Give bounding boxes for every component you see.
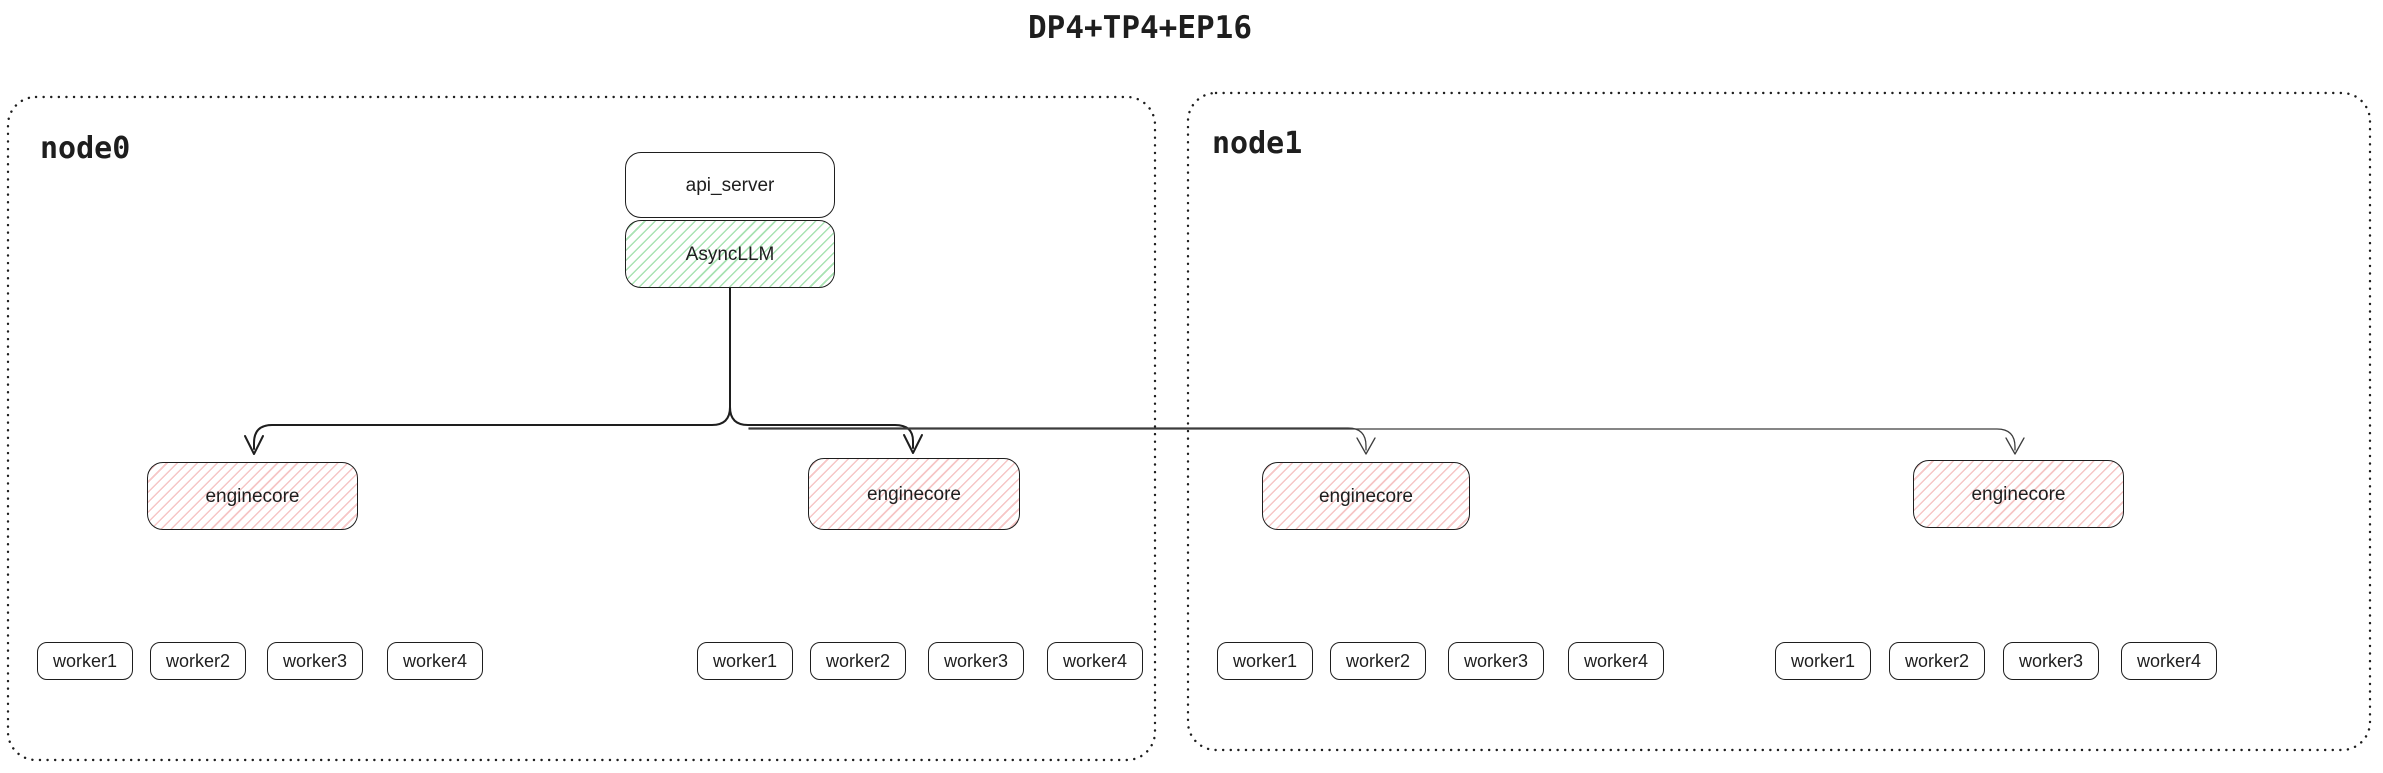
asyncllm-to-node1-arrows	[748, 427, 2025, 455]
asyncllm-box: AsyncLLM	[625, 220, 835, 288]
arrowhead-down-icon	[244, 435, 264, 455]
arrowhead-down-icon	[1356, 437, 1376, 455]
worker-box: worker2	[1330, 642, 1426, 680]
enginecore-box: enginecore	[808, 458, 1020, 530]
arrow-line-enginecore3	[748, 427, 1367, 451]
enginecore-box: enginecore	[147, 462, 358, 530]
arrow-line-enginecore2	[729, 287, 914, 449]
worker-box: worker3	[928, 642, 1024, 680]
enginecore-box: enginecore	[1913, 460, 2124, 528]
enginecore-box: enginecore	[1262, 462, 1470, 530]
node0-label: node0	[40, 131, 131, 166]
worker-box: worker4	[387, 642, 483, 680]
arrow-line-enginecore4	[748, 428, 2016, 451]
node1-boundary	[1186, 91, 2372, 752]
worker-box: worker1	[1217, 642, 1313, 680]
worker-box: worker3	[267, 642, 363, 680]
worker-box: worker1	[697, 642, 793, 680]
worker-box: worker4	[1047, 642, 1143, 680]
worker-box: worker4	[2121, 642, 2217, 680]
arrowhead-down-icon	[903, 434, 923, 454]
asyncllm-to-node0-arrows	[244, 287, 923, 455]
worker-box: worker3	[2003, 642, 2099, 680]
worker-box: worker4	[1568, 642, 1664, 680]
worker-box: worker3	[1448, 642, 1544, 680]
worker-box: worker2	[150, 642, 246, 680]
arrowhead-down-icon	[2005, 437, 2025, 455]
worker-box: worker2	[810, 642, 906, 680]
node1-label: node1	[1212, 126, 1303, 161]
worker-box: worker2	[1889, 642, 1985, 680]
worker-box: worker1	[1775, 642, 1871, 680]
worker-box: worker1	[37, 642, 133, 680]
api-server-box: api_server	[625, 152, 835, 218]
diagram-title: DP4+TP4+EP16	[1028, 10, 1252, 46]
arrow-line-enginecore1	[253, 287, 731, 450]
